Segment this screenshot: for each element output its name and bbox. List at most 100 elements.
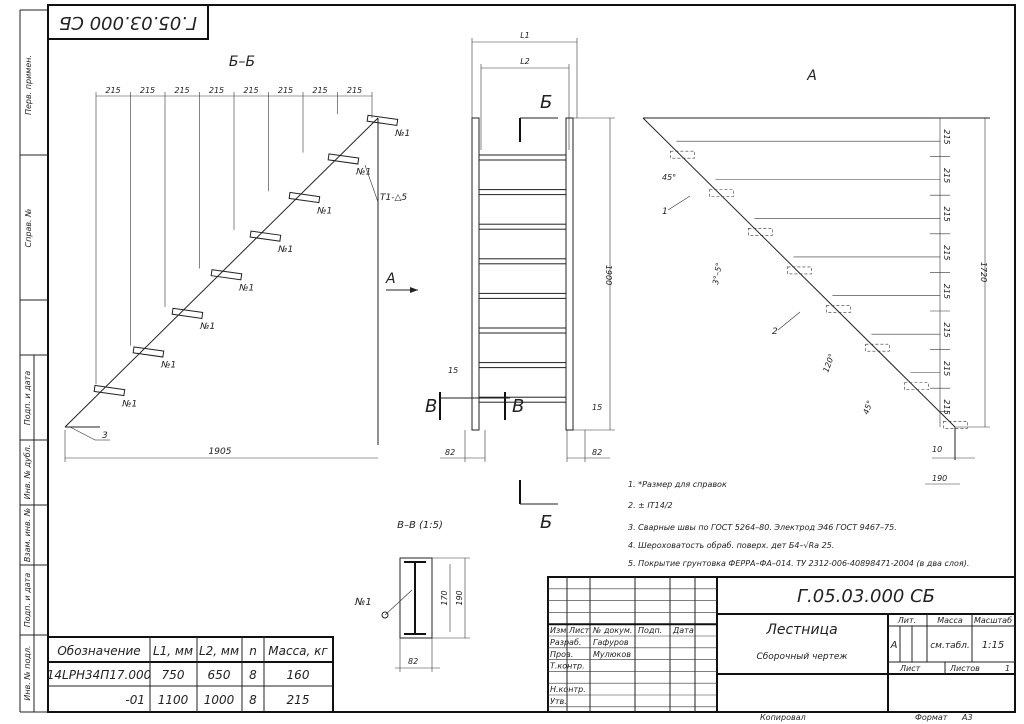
angle-45-top: 45° bbox=[662, 173, 676, 182]
step-tread bbox=[478, 223, 567, 230]
view-front: L1 L2 1900 Б Б В В 15 15 82 82 А bbox=[385, 31, 615, 533]
side-label: Взам. инв. № bbox=[23, 508, 32, 562]
spec-table: Обозначение L1, мм L2, мм n Масса, кг 14… bbox=[47, 636, 334, 713]
part-label: №1 bbox=[160, 361, 176, 371]
title-block-col-header: Изм. bbox=[550, 626, 569, 635]
mass-label: Масса bbox=[937, 616, 963, 625]
step-dimension: 215 bbox=[942, 168, 951, 183]
step-dimension: 215 bbox=[174, 86, 189, 95]
step-tread bbox=[366, 114, 399, 126]
table-header: Масса, кг bbox=[268, 644, 328, 658]
step-tread bbox=[478, 189, 567, 196]
view-a: А 1720 10 190 45° 3°–5° 120° 45° 1 2 215… bbox=[642, 68, 990, 485]
leader-1: 1 bbox=[662, 207, 668, 217]
sheets-label: Листов bbox=[949, 664, 980, 673]
title-block-role: Н.контр. bbox=[550, 685, 586, 694]
title-block-name: Гафуров bbox=[593, 638, 629, 647]
dim-190: 190 bbox=[932, 474, 947, 483]
step-tread bbox=[478, 327, 567, 334]
step-dimension: 215 bbox=[312, 86, 327, 95]
note-2: 2. ± IT14/2 bbox=[628, 501, 673, 510]
stringer-line bbox=[64, 117, 379, 428]
table-header: L1, мм bbox=[153, 644, 193, 658]
part-label: №1 bbox=[355, 168, 371, 178]
section-vv-title: В–В (1:5) bbox=[397, 520, 443, 531]
table-cell: 650 bbox=[208, 668, 231, 682]
step-tread bbox=[93, 384, 126, 397]
table-header: n bbox=[249, 644, 257, 658]
technical-notes: 1. *Размер для справок 2. ± IT14/2 3. Св… bbox=[628, 480, 969, 568]
note-3: 3. Сварные швы по ГОСТ 5264–80. Электрод… bbox=[628, 523, 897, 532]
step-tread-hidden bbox=[904, 382, 929, 391]
copied-label: Копировал bbox=[760, 713, 806, 722]
top-stamp-designation: Г.05.03.000 СБ bbox=[59, 12, 197, 33]
step-tread bbox=[210, 269, 243, 281]
title-block-role: Утв. bbox=[550, 697, 567, 706]
section-v-right: В bbox=[512, 396, 524, 417]
side-label: Справ. № bbox=[24, 209, 33, 248]
step-dimension: 215 bbox=[105, 86, 120, 95]
table-cell: 8 bbox=[249, 668, 257, 682]
table-cell: 8 bbox=[249, 693, 257, 707]
drawing-frame bbox=[47, 4, 1016, 713]
binding-strip: Перв. примен. Справ. № Подп. и дата Инв.… bbox=[19, 9, 48, 713]
title-block-col-header: Дата bbox=[672, 626, 694, 635]
angle-3-5: 3°–5° bbox=[711, 262, 724, 285]
weld-label: Т1-△5 bbox=[380, 193, 407, 203]
step-tread-hidden bbox=[709, 189, 734, 198]
dim-82-right: 82 bbox=[592, 448, 602, 457]
side-label: Инв. № подл. bbox=[23, 645, 32, 700]
title-block-name: Мулюков bbox=[593, 650, 631, 659]
step-dimension: 215 bbox=[243, 86, 258, 95]
height-dimension: 1900 bbox=[604, 265, 613, 285]
section-v-left: В bbox=[425, 396, 437, 417]
lit-label: Лит. bbox=[897, 616, 916, 625]
table-cell: 160 bbox=[287, 668, 310, 682]
angle-120: 120° bbox=[821, 352, 836, 373]
part-label: №1 bbox=[199, 322, 215, 332]
table-cell: 1000 bbox=[204, 693, 235, 707]
view-a-title: А bbox=[806, 68, 817, 84]
part-label: №1 bbox=[354, 597, 372, 608]
title-block-role: Т.контр. bbox=[550, 662, 585, 671]
note-4: 4. Шероховатость обраб. поверх. дет Б4–√… bbox=[628, 541, 834, 550]
dim-15-left: 15 bbox=[448, 366, 458, 375]
step-dimension: 215 bbox=[942, 284, 951, 299]
leader-3: 3 bbox=[102, 431, 108, 441]
view-bb-title: Б–Б bbox=[229, 54, 255, 70]
section-b-top: Б bbox=[540, 92, 552, 113]
dim-10: 10 bbox=[932, 445, 942, 454]
step-dimension: 215 bbox=[942, 400, 951, 415]
title-block-role: Разраб. bbox=[550, 638, 581, 647]
lit-value: А bbox=[890, 640, 898, 651]
step-dimension: 215 bbox=[942, 129, 951, 144]
part-label: №1 bbox=[394, 129, 410, 139]
step-tread bbox=[288, 191, 321, 204]
table-cell: 1100 bbox=[158, 693, 189, 707]
section-vv: В–В (1:5) 170 190 82 №1 bbox=[354, 520, 470, 672]
table-cell: 750 bbox=[162, 668, 185, 682]
table-cell: 14LPH34П17.000 bbox=[47, 668, 152, 682]
side-label: Подп. и дата bbox=[23, 573, 32, 628]
step-tread bbox=[132, 346, 165, 358]
step-tread-hidden bbox=[787, 266, 812, 275]
note-5: 5. Покрытие грунтовка ФЕРРА–ФА–014. ТУ 2… bbox=[628, 559, 969, 568]
side-label: Подп. и дата bbox=[23, 371, 32, 426]
top-stamp: Г.05.03.000 СБ bbox=[47, 4, 209, 40]
step-dimension: 215 bbox=[209, 86, 224, 95]
step-dimension: 215 bbox=[140, 86, 155, 95]
dim-82: 82 bbox=[408, 657, 418, 666]
step-tread-hidden bbox=[865, 343, 890, 352]
step-tread bbox=[478, 396, 567, 403]
mass-value: см.табл. bbox=[930, 641, 970, 651]
step-dimension: 215 bbox=[942, 322, 951, 337]
table-header: L2, мм bbox=[199, 644, 239, 658]
step-tread bbox=[478, 292, 567, 299]
step-tread bbox=[249, 230, 282, 242]
dim-170: 170 bbox=[440, 590, 449, 605]
step-dimension: 215 bbox=[278, 86, 293, 95]
part-label: №1 bbox=[121, 399, 137, 409]
step-tread bbox=[478, 362, 567, 369]
